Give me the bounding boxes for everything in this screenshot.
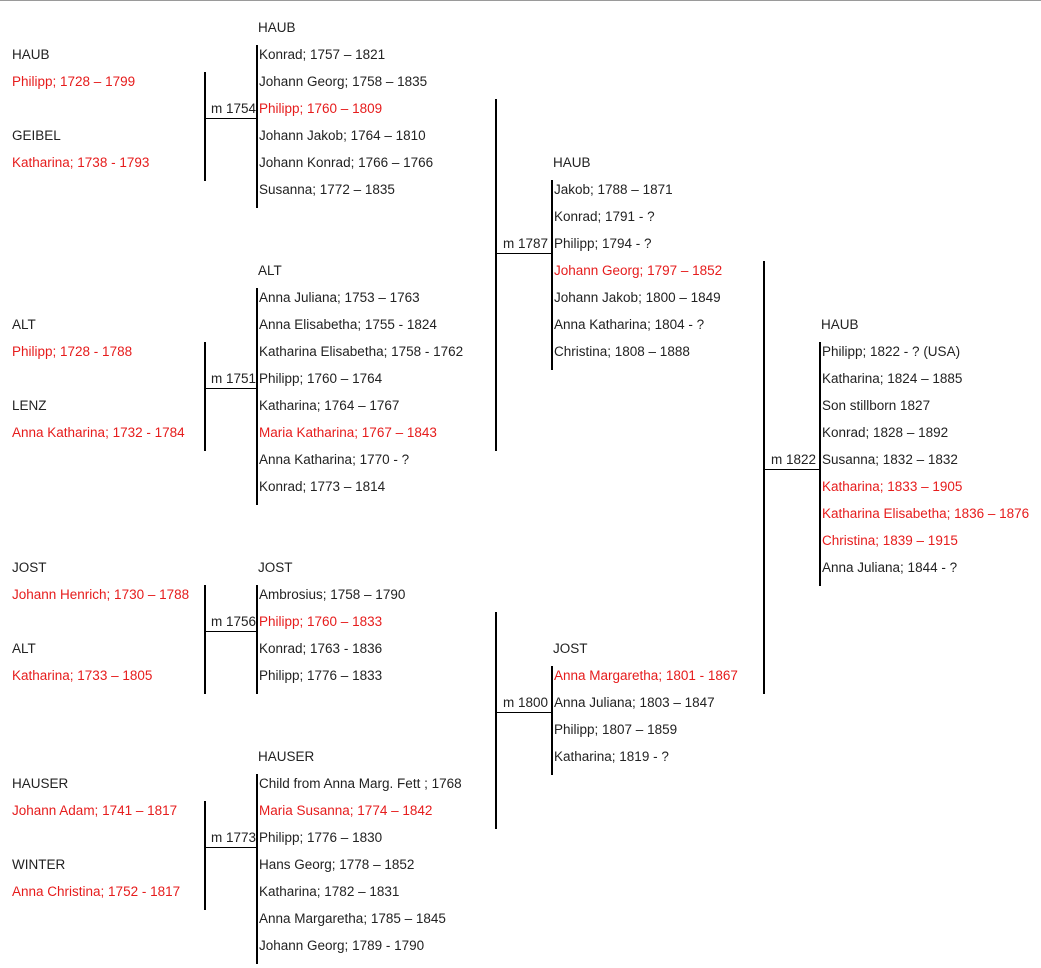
children-bracket <box>551 180 553 370</box>
child-entry: Katharina; 1782 – 1831 <box>259 884 400 899</box>
mother-name: Anna Katharina; 1732 - 1784 <box>12 425 185 440</box>
child-entry: Katharina; 1764 – 1767 <box>259 398 400 413</box>
marriage-connector <box>205 388 258 389</box>
family-surname: ALT <box>258 263 282 278</box>
father-surname: HAUSER <box>12 776 69 791</box>
child-entry: Konrad; 1828 – 1892 <box>822 425 949 440</box>
child-entry: Ambrosius; 1758 – 1790 <box>259 587 406 602</box>
children-bracket <box>256 288 258 505</box>
child-entry: Katharina; 1824 – 1885 <box>822 371 963 386</box>
child-entry: Anna Margaretha; 1785 – 1845 <box>259 911 446 926</box>
family-surname: JOST <box>258 560 293 575</box>
child-entry: Katharina; 1819 - ? <box>554 749 669 764</box>
mother-name: Katharina; 1733 – 1805 <box>12 668 153 683</box>
child-entry: Hans Georg; 1778 – 1852 <box>259 857 415 872</box>
child-entry: Philipp; 1776 – 1833 <box>259 668 383 683</box>
marriage-connector <box>496 253 552 254</box>
child-entry: Maria Susanna; 1774 – 1842 <box>259 803 433 818</box>
mother-surname: ALT <box>12 641 36 656</box>
child-entry: Anna Juliana; 1803 – 1847 <box>554 695 715 710</box>
child-entry: Jakob; 1788 – 1871 <box>554 182 673 197</box>
children-bracket <box>256 45 258 208</box>
mother-surname: WINTER <box>12 857 66 872</box>
child-entry: Konrad; 1773 – 1814 <box>259 479 386 494</box>
child-entry: Katharina Elisabetha; 1836 – 1876 <box>822 506 1030 521</box>
father-surname: HAUB <box>12 47 50 62</box>
child-entry: Johann Jakob; 1764 – 1810 <box>259 128 426 143</box>
child-entry: Christina; 1839 – 1915 <box>822 533 958 548</box>
mother-surname: GEIBEL <box>12 128 61 143</box>
child-entry: Konrad; 1763 - 1836 <box>259 641 383 656</box>
father-surname: ALT <box>12 317 36 332</box>
child-entry: Philipp; 1794 - ? <box>554 236 652 251</box>
family-surname: HAUB <box>258 20 296 35</box>
child-entry: Johann Georg; 1797 – 1852 <box>554 263 723 278</box>
children-bracket <box>256 585 258 694</box>
couple-bracket <box>495 612 497 829</box>
child-entry: Philipp; 1822 - ? (USA) <box>822 344 961 359</box>
marriage-connector <box>764 469 820 470</box>
couple-bracket <box>495 99 497 451</box>
mother-name: Anna Christina; 1752 - 1817 <box>12 884 181 899</box>
child-entry: Johann Georg; 1789 - 1790 <box>259 938 425 953</box>
child-entry: Susanna; 1772 – 1835 <box>259 182 395 197</box>
father-name: Philipp; 1728 - 1788 <box>12 344 133 359</box>
child-entry: Konrad; 1791 - ? <box>554 209 655 224</box>
father-name: Philipp; 1728 – 1799 <box>12 74 136 89</box>
child-entry: Johann Jakob; 1800 – 1849 <box>554 290 721 305</box>
marriage-connector <box>496 712 552 713</box>
couple-bracket <box>204 585 206 694</box>
child-entry: Christina; 1808 – 1888 <box>554 344 690 359</box>
child-entry: Katharina; 1833 – 1905 <box>822 479 963 494</box>
child-entry: Johann Georg; 1758 – 1835 <box>259 74 428 89</box>
family-surname: HAUB <box>553 155 591 170</box>
children-bracket <box>819 342 821 586</box>
marriage-connector <box>205 847 258 848</box>
child-entry: Johann Konrad; 1766 – 1766 <box>259 155 434 170</box>
father-name: Johann Adam; 1741 – 1817 <box>12 803 178 818</box>
children-bracket <box>256 774 258 964</box>
child-entry: Philipp; 1760 – 1764 <box>259 371 383 386</box>
marriage-label: m 1773 <box>211 830 257 845</box>
child-entry: Konrad; 1757 – 1821 <box>259 47 386 62</box>
child-entry: Philipp; 1760 – 1809 <box>259 101 383 116</box>
father-name: Johann Henrich; 1730 – 1788 <box>12 587 190 602</box>
mother-surname: LENZ <box>12 398 47 413</box>
child-entry: Philipp; 1807 – 1859 <box>554 722 678 737</box>
child-entry: Anna Elisabetha; 1755 - 1824 <box>259 317 437 332</box>
child-entry: Son stillborn 1827 <box>822 398 931 413</box>
child-entry: Anna Margaretha; 1801 - 1867 <box>554 668 738 683</box>
marriage-label: m 1822 <box>771 452 817 467</box>
child-entry: Katharina Elisabetha; 1758 - 1762 <box>259 344 464 359</box>
marriage-label: m 1800 <box>503 695 549 710</box>
child-entry: Child from Anna Marg. Fett ; 1768 <box>259 776 462 791</box>
marriage-label: m 1751 <box>211 371 257 386</box>
marriage-label: m 1787 <box>503 236 549 251</box>
top-border <box>0 0 1041 1</box>
child-entry: Philipp; 1760 – 1833 <box>259 614 383 629</box>
family-surname: HAUB <box>821 317 859 332</box>
child-entry: Anna Juliana; 1753 – 1763 <box>259 290 420 305</box>
couple-bracket <box>204 342 206 451</box>
couple-bracket <box>204 72 206 181</box>
child-entry: Anna Katharina; 1770 - ? <box>259 452 410 467</box>
couple-bracket <box>204 801 206 910</box>
marriage-label: m 1756 <box>211 614 257 629</box>
marriage-connector <box>205 118 258 119</box>
child-entry: Anna Katharina; 1804 - ? <box>554 317 705 332</box>
family-surname: JOST <box>553 641 588 656</box>
child-entry: Anna Juliana; 1844 - ? <box>822 560 958 575</box>
father-surname: JOST <box>12 560 47 575</box>
mother-name: Katharina; 1738 - 1793 <box>12 155 150 170</box>
marriage-label: m 1754 <box>211 101 257 116</box>
child-entry: Philipp; 1776 – 1830 <box>259 830 383 845</box>
marriage-connector <box>205 631 258 632</box>
child-entry: Susanna; 1832 – 1832 <box>822 452 958 467</box>
children-bracket <box>551 666 553 775</box>
family-surname: HAUSER <box>258 749 315 764</box>
couple-bracket <box>763 261 765 694</box>
child-entry: Maria Katharina; 1767 – 1843 <box>259 425 437 440</box>
